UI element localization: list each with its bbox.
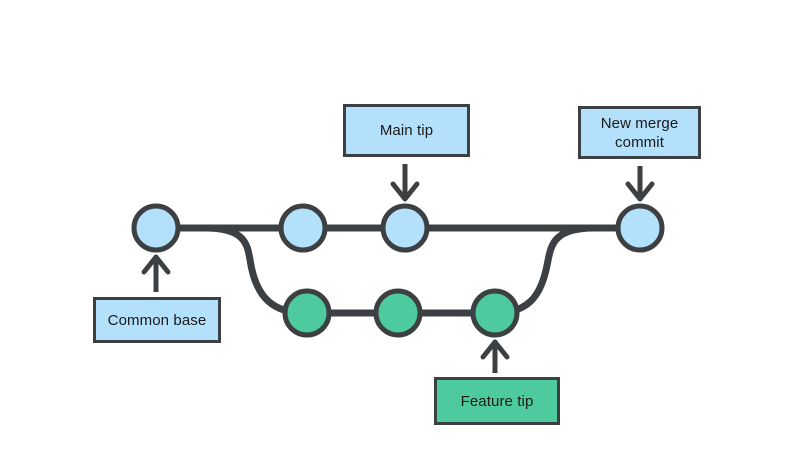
label-text-new-merge-commit-line2: commit — [615, 133, 664, 151]
branch-off-curve — [201, 224, 309, 317]
commit-node-feature-tip[interactable] — [470, 288, 520, 338]
commit-node-main-tip[interactable] — [380, 203, 430, 253]
arrow-common-base-up — [141, 254, 171, 292]
label-text-feature-tip: Feature tip — [460, 392, 534, 410]
commit-node-feature-2[interactable] — [373, 288, 423, 338]
commit-node-merge-commit[interactable] — [615, 203, 665, 253]
arrow-feature-tip-up — [480, 339, 510, 373]
merge-curve — [491, 224, 598, 317]
commit-node-feature-1[interactable] — [282, 288, 332, 338]
commit-node-main-1[interactable] — [278, 203, 328, 253]
label-box-common-base[interactable]: Common base — [93, 297, 221, 343]
arrow-main-tip-down — [390, 164, 420, 202]
label-text-main-tip: Main tip — [379, 122, 434, 139]
label-text-common-base: Common base — [107, 311, 207, 329]
commit-node-common-base[interactable] — [131, 203, 181, 253]
arrow-new-merge-down — [625, 166, 655, 202]
label-box-new-merge-commit[interactable]: New merge commit — [578, 106, 701, 159]
label-text-new-merge-commit-line1: New merge — [600, 114, 679, 132]
label-box-feature-tip[interactable]: Feature tip — [434, 377, 560, 425]
label-box-main-tip[interactable]: Main tip — [343, 104, 470, 157]
label-text-new-merge-commit: New merge commit — [601, 114, 679, 152]
